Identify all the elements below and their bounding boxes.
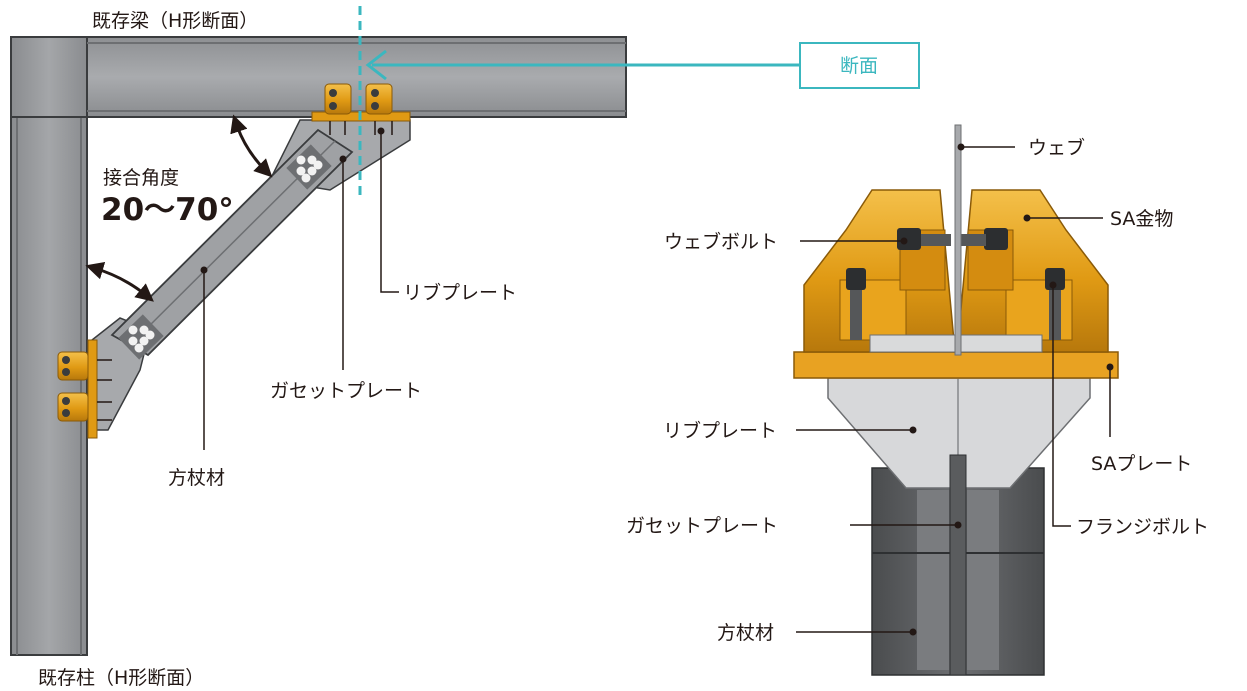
sa-fitting-label: SA金物	[1110, 208, 1173, 230]
existing-beam-label: 既存梁（H形断面）	[92, 10, 258, 32]
section-view: ウェブ SA金物 ウェブボルト SAプレート フランジボルト リブプレート ガセ…	[626, 124, 1209, 676]
angle-arrow-lower	[85, 261, 154, 302]
flange-bolts	[846, 268, 1065, 340]
sa-plate-label: SAプレート	[1091, 453, 1192, 475]
gusset-plate-label: ガセットプレート	[270, 380, 422, 402]
section-brace-label: 方杖材	[717, 622, 774, 644]
existing-column	[10, 36, 88, 656]
brace-label: 方杖材	[168, 467, 225, 489]
brace-bolt-group-upper	[286, 144, 332, 190]
brace-bolt-group-lower	[118, 314, 164, 360]
section-gusset-plate-label: ガセットプレート	[626, 515, 778, 537]
flange-bolt-label: フランジボルト	[1076, 516, 1209, 538]
rib-plate-label: リブプレート	[403, 281, 517, 304]
beam-web-section	[954, 124, 962, 356]
elevation-view: 断面 既存梁（H形断面） 既存柱（H形断面） 接合角度 20〜70° リブプレー…	[10, 6, 920, 689]
sa-plate-section	[793, 351, 1119, 379]
web-label: ウェブ	[1028, 136, 1085, 159]
joint-angle-title: 接合角度	[103, 167, 179, 189]
existing-beam	[86, 36, 627, 118]
joint-angle-value: 20〜70°	[101, 192, 234, 228]
gusset-plate-section	[949, 454, 967, 676]
section-label: 断面	[840, 55, 878, 77]
section-rib-plate-label: リブプレート	[663, 419, 777, 442]
angle-arrow-upper	[230, 114, 273, 178]
section-label-box	[799, 42, 920, 89]
leader-rib-plate	[380, 131, 399, 293]
web-bolt-label: ウェブボルト	[664, 230, 778, 253]
existing-column-label: 既存柱（H形断面）	[38, 667, 204, 689]
web-bolts	[897, 228, 1008, 250]
sa-fitting-column	[57, 339, 112, 439]
